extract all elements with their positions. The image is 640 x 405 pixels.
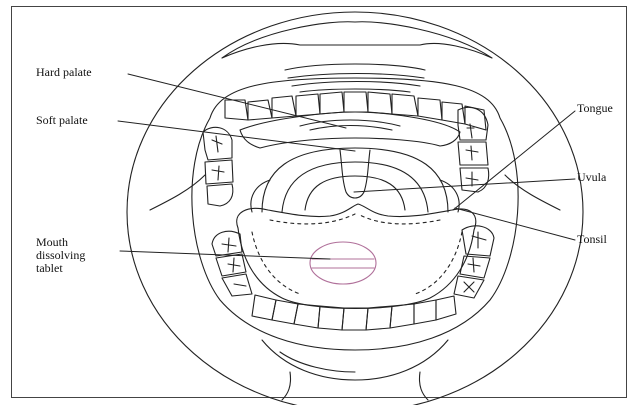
uvula-shape (340, 150, 370, 198)
leader-lines (118, 74, 575, 259)
soft-palate-leader (118, 121, 355, 151)
upper-teeth (203, 92, 489, 206)
tablet-leader (120, 251, 330, 259)
hard-palate-label: Hard palate (36, 66, 92, 79)
uvula-label: Uvula (577, 171, 606, 184)
tablet-shape (310, 242, 376, 284)
soft-palate-label: Soft palate (36, 114, 88, 127)
tonsil-label: Tonsil (577, 233, 607, 246)
tongue-label: Tongue (577, 102, 613, 115)
hard-palate-leader (128, 74, 346, 128)
mdt-line-3: tablet (36, 262, 106, 275)
throat-arch (262, 148, 448, 212)
face-outline (127, 12, 583, 405)
mouth-dissolving-tablet-label: Mouth dissolving tablet (36, 236, 106, 275)
upper-lip (222, 22, 492, 58)
